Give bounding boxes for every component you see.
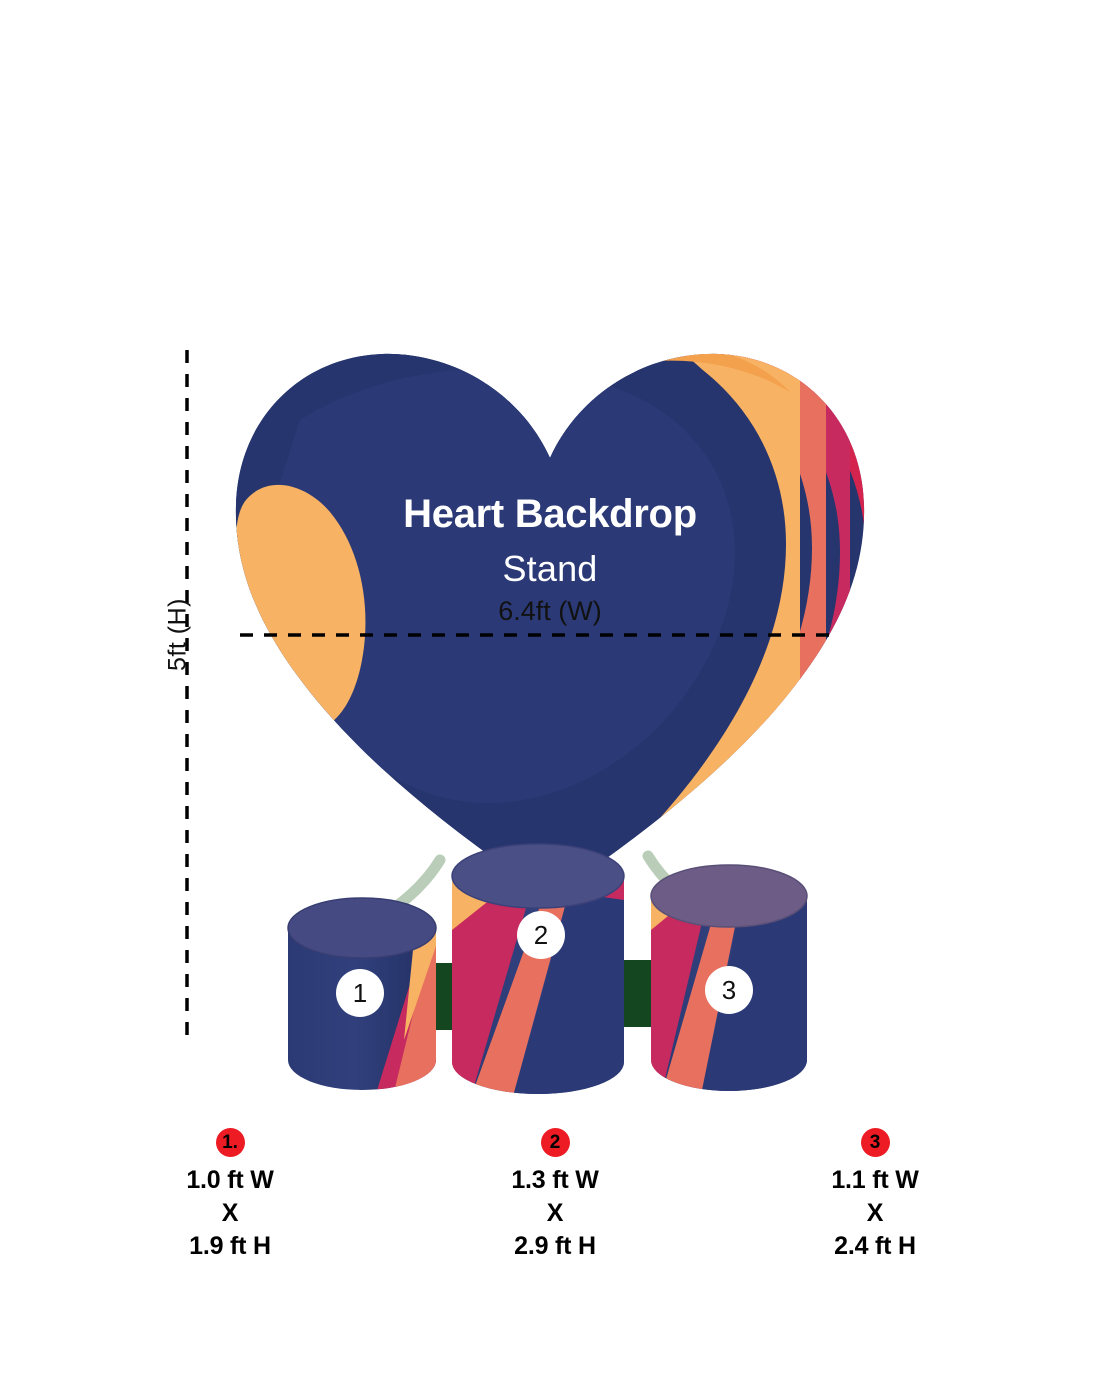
legend-separator-3: X — [866, 1199, 884, 1227]
legend-item-1: 1. 1.0 ft W X 1.9 ft H — [80, 1128, 380, 1263]
legend-separator-2: X — [546, 1199, 564, 1227]
legend-height-1: 1.9 ft H — [189, 1232, 271, 1260]
legend-width-2: 1.3 ft W — [511, 1166, 599, 1194]
legend-height-3: 2.4 ft H — [834, 1232, 916, 1260]
legend-height-2: 2.9 ft H — [514, 1232, 596, 1260]
pedestal-badge-2: 2 — [517, 911, 565, 959]
pedestal-2 — [451, 843, 625, 1094]
legend-separator-1: X — [221, 1199, 239, 1227]
legend-marker-2: 2 — [540, 1128, 570, 1157]
pedestal-badge-3: 3 — [705, 966, 753, 1014]
pedestal-3 — [650, 864, 808, 1091]
legend-marker-1: 1. — [215, 1128, 245, 1157]
pedestal-badge-1: 1 — [336, 969, 384, 1017]
legend-item-3: 3 1.1 ft W X 2.4 ft H — [725, 1128, 1025, 1263]
heart-shape — [235, 353, 865, 898]
product-title-line2: Stand — [502, 548, 598, 589]
legend-width-3: 1.1 ft W — [831, 1166, 919, 1194]
width-dimension-label: 6.4ft (W) — [498, 596, 602, 626]
legend-width-1: 1.0 ft W — [186, 1166, 274, 1194]
dimensions-legend: 1. 1.0 ft W X 1.9 ft H 2 1.3 ft W X 2.9 … — [0, 1128, 1100, 1328]
product-title-line1: Heart Backdrop — [403, 492, 697, 536]
legend-marker-3: 3 — [860, 1128, 890, 1157]
height-dimension-label: 5ft (H) — [163, 598, 192, 671]
legend-item-2: 2 1.3 ft W X 2.9 ft H — [405, 1128, 705, 1263]
